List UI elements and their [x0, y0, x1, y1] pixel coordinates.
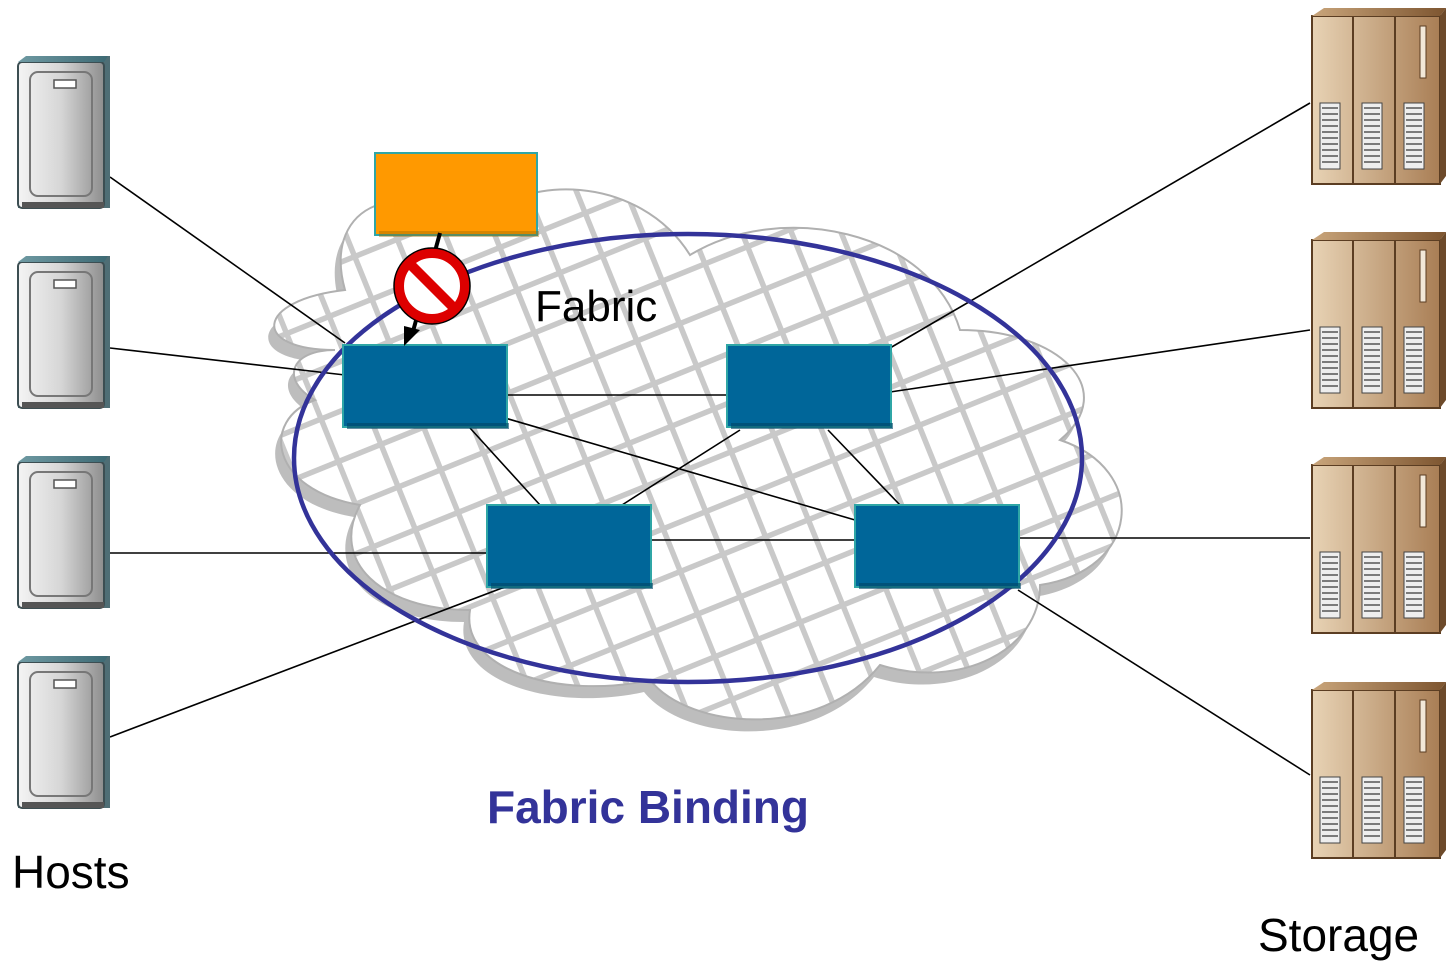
- storage-array-icon: [1311, 681, 1447, 859]
- host-server-icon: [17, 255, 111, 409]
- storage-array-icon: [1311, 231, 1447, 409]
- link-sw2-stor2: [889, 329, 1311, 393]
- link-sw2-sw3: [621, 429, 741, 506]
- link-sw2-stor1: [889, 102, 1311, 349]
- fabric-label: Fabric: [535, 282, 658, 331]
- hosts-label: Hosts: [12, 846, 130, 898]
- fabric-switch-icon: [726, 344, 894, 430]
- link-sw1-sw3: [469, 427, 541, 506]
- host-server-icon: [17, 455, 111, 609]
- link-sw4-stor4: [1017, 589, 1311, 776]
- fabric-binding-ring: [291, 231, 1085, 685]
- storage-array-icon: [1311, 456, 1447, 634]
- fabric-switch-icon: [854, 504, 1022, 590]
- storage-label: Storage: [1258, 909, 1420, 961]
- storage-array-icon: [1311, 7, 1447, 185]
- host-server-icon: [17, 55, 111, 209]
- host-server-icon: [17, 655, 111, 809]
- unauthorized-switch-icon: [374, 152, 539, 237]
- fabric-cloud-icon: [268, 188, 1123, 732]
- link-host2-sw1: [109, 347, 346, 376]
- link-host4-sw3: [109, 584, 511, 738]
- fabric-switch-icon: [486, 504, 654, 590]
- link-sw2-sw4: [827, 429, 901, 506]
- links: [109, 102, 1311, 776]
- fabric-binding-title: Fabric Binding: [487, 781, 809, 833]
- fabric-switch-icon: [342, 344, 510, 430]
- no-entry-icon: [393, 247, 471, 325]
- link-host1-sw1: [109, 176, 346, 344]
